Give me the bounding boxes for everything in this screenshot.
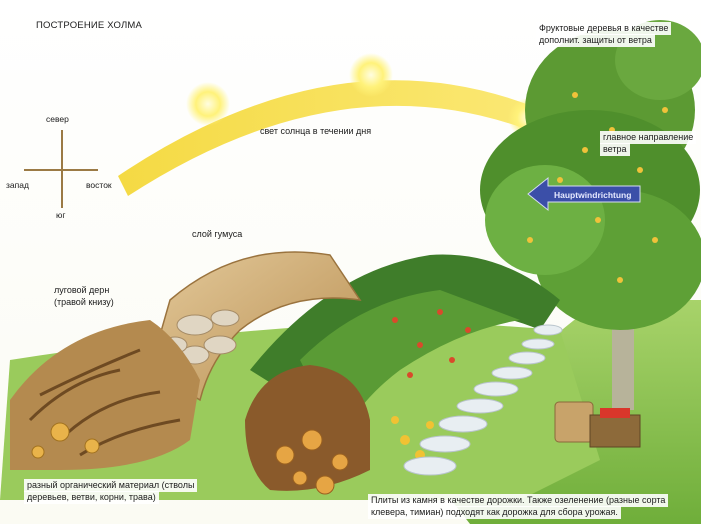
organic-material-label-line2: деревьев, ветви, корни, трава): [24, 491, 159, 504]
compass-north: север: [46, 114, 69, 125]
wind-direction-label-line2: ветра: [600, 143, 630, 156]
compass-west: запад: [6, 180, 29, 191]
compass-south: юг: [56, 210, 65, 221]
compass-east: восток: [86, 180, 112, 191]
sun-icon: [186, 82, 230, 126]
fruit-trees-label-line2: дополнит. защиты от ветра: [536, 34, 655, 47]
wind-arrow-text: Hauptwindrichtung: [554, 190, 631, 200]
humus-layer-label: слой гумуса: [192, 229, 242, 240]
sun-path-label: свет солнца в течении дня: [260, 126, 371, 137]
diagram-title: ПОСТРОЕНИЕ ХОЛМА: [36, 20, 142, 31]
sun-icon: [349, 53, 393, 97]
meadow-turf-label-line1: луговой дерн: [54, 285, 109, 296]
meadow-turf-label-line2: (травой книзу): [54, 297, 114, 308]
stone-path-label-line2: клевера, тимиан) подходят как дорожка дл…: [368, 506, 621, 519]
